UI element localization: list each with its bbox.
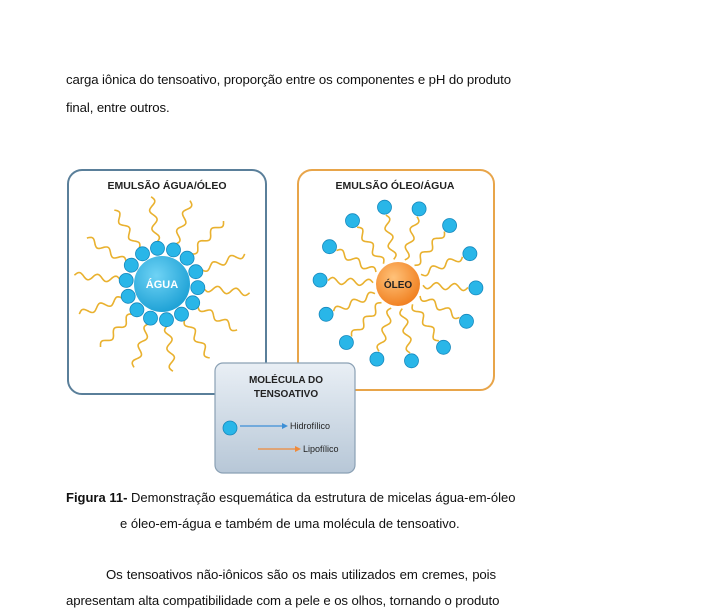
legend-molecule bbox=[223, 421, 237, 435]
tensoactive-head bbox=[443, 219, 457, 233]
legend-hydrophilic-label: Hidrofílico bbox=[290, 421, 330, 431]
tensoactive-head bbox=[189, 265, 203, 279]
caption-label: Figura 11- bbox=[66, 490, 127, 505]
tensoactive-head bbox=[151, 241, 165, 255]
paragraph-top: carga iônica do tensoativo, proporção en… bbox=[66, 66, 496, 122]
oil-core-label: ÓLEO bbox=[384, 278, 413, 291]
caption-line-1: Demonstração esquemática da estrutura de… bbox=[127, 490, 515, 505]
tensoactive-head bbox=[469, 281, 483, 295]
tensoactive-head bbox=[405, 354, 419, 368]
caption-line-2: e óleo-em-água e também de uma molécula … bbox=[66, 511, 498, 537]
tensoactive-head bbox=[463, 247, 477, 261]
tensoactive-head bbox=[186, 296, 200, 310]
tensoactive-head bbox=[339, 336, 353, 350]
tensoactive-head bbox=[346, 214, 360, 228]
tensoactive-head bbox=[319, 307, 333, 321]
paragraph-bottom: Os tensoativos não-iônicos são os mais u… bbox=[66, 562, 496, 614]
tensoactive-head bbox=[437, 340, 451, 354]
tensoactive-head bbox=[323, 240, 337, 254]
figure-caption: Figura 11- Demonstração esquemática da e… bbox=[66, 485, 498, 537]
tensoactive-head bbox=[175, 307, 189, 321]
paragraph-top-line-1: carga iônica do tensoativo, proporção en… bbox=[66, 66, 496, 94]
panel-left-title: EMULSÃO ÁGUA/ÓLEO bbox=[107, 179, 226, 192]
tensoactive-head bbox=[412, 202, 426, 216]
tensoactive-head bbox=[378, 200, 392, 214]
tensoactive-head bbox=[460, 314, 474, 328]
tensoactive-head bbox=[124, 258, 138, 272]
micelle-figure: EMULSÃO ÁGUA/ÓLEO ÁGUA EMULSÃO ÓLEO/ÁGUA… bbox=[62, 165, 502, 480]
tensoactive-head bbox=[223, 421, 237, 435]
paragraph-top-line-2: final, entre outros. bbox=[66, 94, 496, 122]
tensoactive-head bbox=[119, 273, 133, 287]
water-core-label: ÁGUA bbox=[146, 278, 178, 291]
legend-title-line-1: MOLÉCULA DO bbox=[249, 373, 323, 386]
legend-lipophilic-label: Lipofílico bbox=[303, 444, 339, 454]
tensoactive-head bbox=[167, 243, 181, 257]
tensoactive-head bbox=[121, 289, 135, 303]
tensoactive-head bbox=[370, 352, 384, 366]
tensoactive-head bbox=[191, 281, 205, 295]
tensoactive-head bbox=[180, 251, 194, 265]
tensoactive-head bbox=[130, 303, 144, 317]
legend-title-line-2: TENSOATIVO bbox=[254, 389, 318, 400]
tensoactive-head bbox=[160, 313, 174, 327]
tensoactive-head bbox=[144, 311, 158, 325]
paragraph-bottom-line-2: apresentam alta compatibilidade com a pe… bbox=[66, 588, 496, 614]
panel-right-title: EMULSÃO ÓLEO/ÁGUA bbox=[335, 179, 454, 192]
paragraph-bottom-line-1: Os tensoativos não-iônicos são os mais u… bbox=[66, 562, 496, 588]
tensoactive-head bbox=[136, 247, 150, 261]
tensoactive-head bbox=[313, 273, 327, 287]
